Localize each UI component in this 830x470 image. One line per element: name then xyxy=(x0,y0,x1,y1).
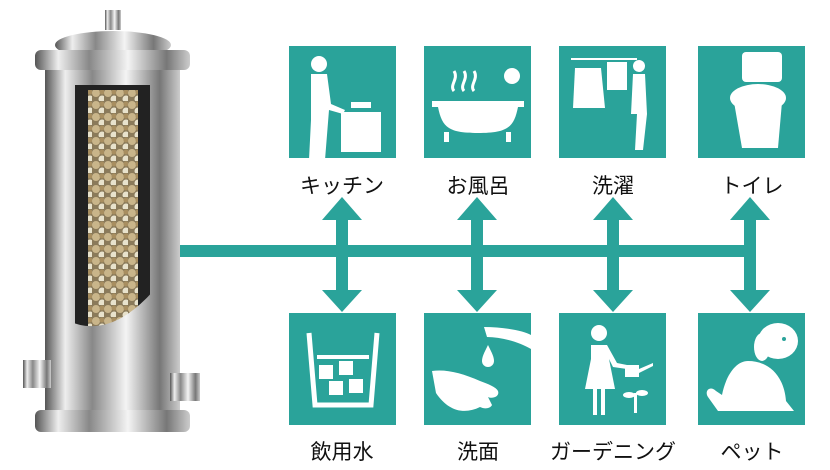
water-filter-tank-icon xyxy=(23,10,200,432)
pet-icon xyxy=(698,313,805,425)
label-pet: ペット xyxy=(720,440,784,464)
label-hand-wash: 洗面 xyxy=(457,440,499,464)
hand-wash-icon xyxy=(424,313,531,425)
drinking-water-icon xyxy=(289,313,396,425)
double-arrow xyxy=(322,197,362,312)
label-drinking-water: 飲用水 xyxy=(310,440,374,464)
double-arrow xyxy=(593,197,633,312)
toilet-icon xyxy=(698,46,805,158)
label-kitchen: キッチン xyxy=(300,174,384,198)
double-arrow xyxy=(730,197,770,312)
label-bath: お風呂 xyxy=(446,174,510,198)
laundry-icon xyxy=(559,46,666,158)
label-laundry: 洗濯 xyxy=(592,174,634,198)
label-toilet: トイレ xyxy=(720,174,784,198)
gardening-icon xyxy=(559,313,666,425)
double-arrow xyxy=(457,197,497,312)
bath-icon xyxy=(424,46,531,158)
label-gardening: ガーデニング xyxy=(550,440,676,464)
main-pipe xyxy=(180,245,750,257)
kitchen-icon xyxy=(289,46,396,158)
